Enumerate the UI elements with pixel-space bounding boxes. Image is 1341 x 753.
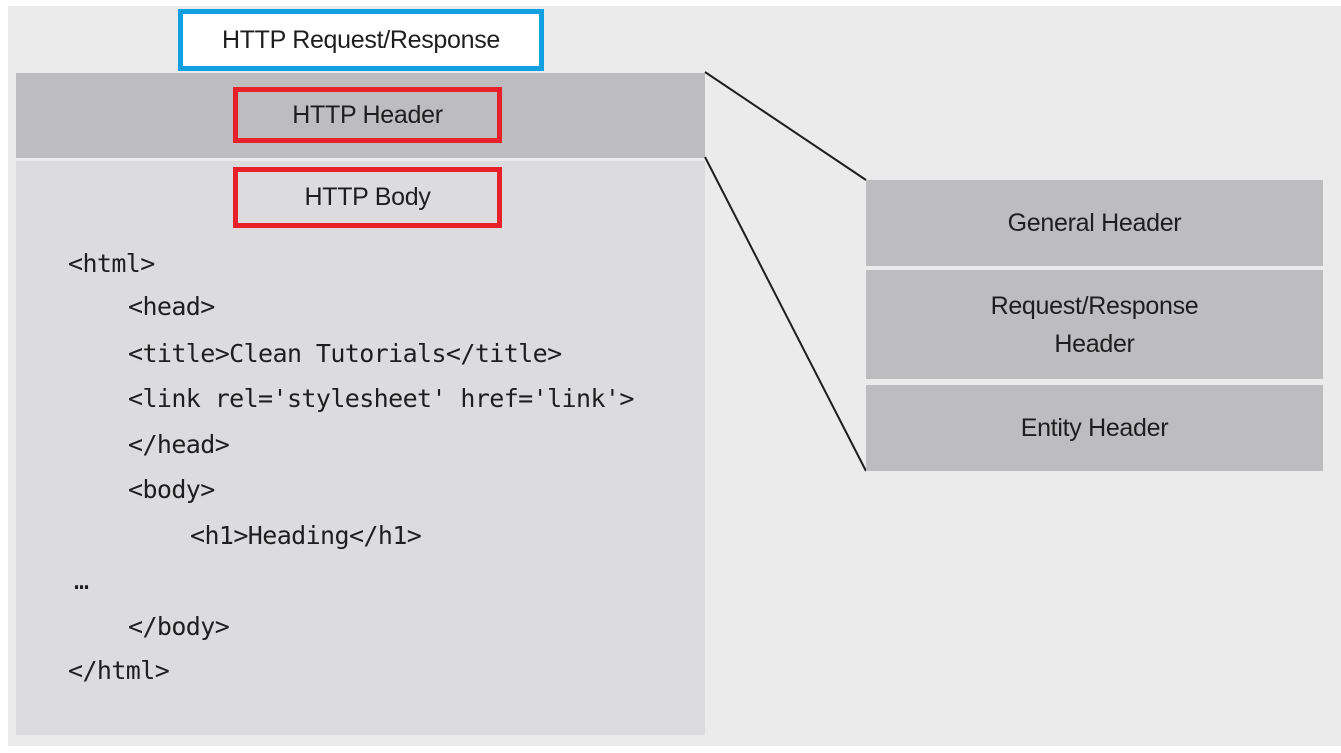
entity-header-label: Entity Header (1020, 414, 1169, 442)
http-header-label: HTTP Header (233, 87, 502, 143)
code-ellipsis: … (74, 566, 89, 595)
code-line: <h1>Heading</h1> (190, 521, 422, 550)
general-header-label: General Header (1007, 209, 1182, 237)
request-response-header-line1: Request/Response (990, 291, 1199, 320)
code-line: <html> (68, 249, 155, 278)
code-line: </body> (128, 612, 230, 641)
entity-header-box: Entity Header (866, 385, 1323, 471)
code-line: <head> (128, 292, 215, 321)
request-response-header-box: Request/Response Header (866, 270, 1323, 379)
diagram-title: HTTP Request/Response (178, 9, 544, 71)
code-line: </head> (128, 430, 230, 459)
general-header-box: General Header (866, 180, 1323, 266)
http-body-label: HTTP Body (233, 167, 502, 228)
code-line: </html> (68, 656, 170, 685)
code-line: <link rel='stylesheet' href='link'> (128, 384, 634, 413)
http-body-section (16, 161, 705, 735)
code-line: <title>Clean Tutorials</title> (128, 339, 562, 368)
code-line: <body> (128, 475, 215, 504)
request-response-header-line2: Header (1054, 329, 1135, 358)
request-response-header-label: Request/Response Header (991, 287, 1199, 363)
